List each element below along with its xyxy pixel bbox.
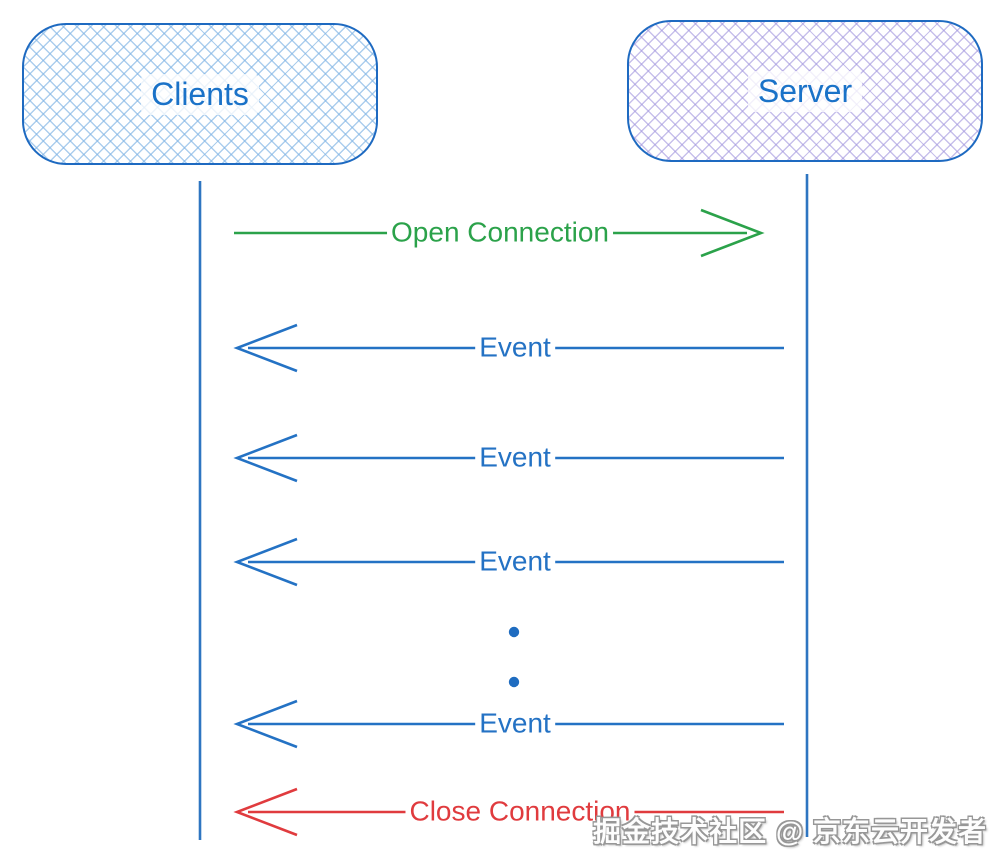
message-label: Open Connection xyxy=(387,217,613,249)
ellipsis-dot xyxy=(508,626,520,638)
message-label: Event xyxy=(475,332,555,364)
actor-label-clients: Clients xyxy=(141,73,259,115)
arrowhead-left-icon xyxy=(233,699,298,749)
actor-box-server: Server xyxy=(627,20,983,162)
message-label: Event xyxy=(475,546,555,578)
watermark: 掘金技术社区 @ 京东云开发者 xyxy=(593,816,987,847)
message-label: Event xyxy=(475,708,555,740)
actor-box-clients: Clients xyxy=(22,23,378,165)
arrowhead-right-icon xyxy=(700,208,765,258)
message-label: Close Connection xyxy=(405,796,635,828)
actor-label-server: Server xyxy=(747,70,863,112)
arrowhead-left-icon xyxy=(233,537,298,587)
ellipsis-dot xyxy=(508,676,520,688)
message-label: Event xyxy=(475,442,555,474)
arrowhead-left-icon xyxy=(233,433,298,483)
arrowhead-left-icon xyxy=(233,787,298,837)
arrowhead-left-icon xyxy=(233,323,298,373)
